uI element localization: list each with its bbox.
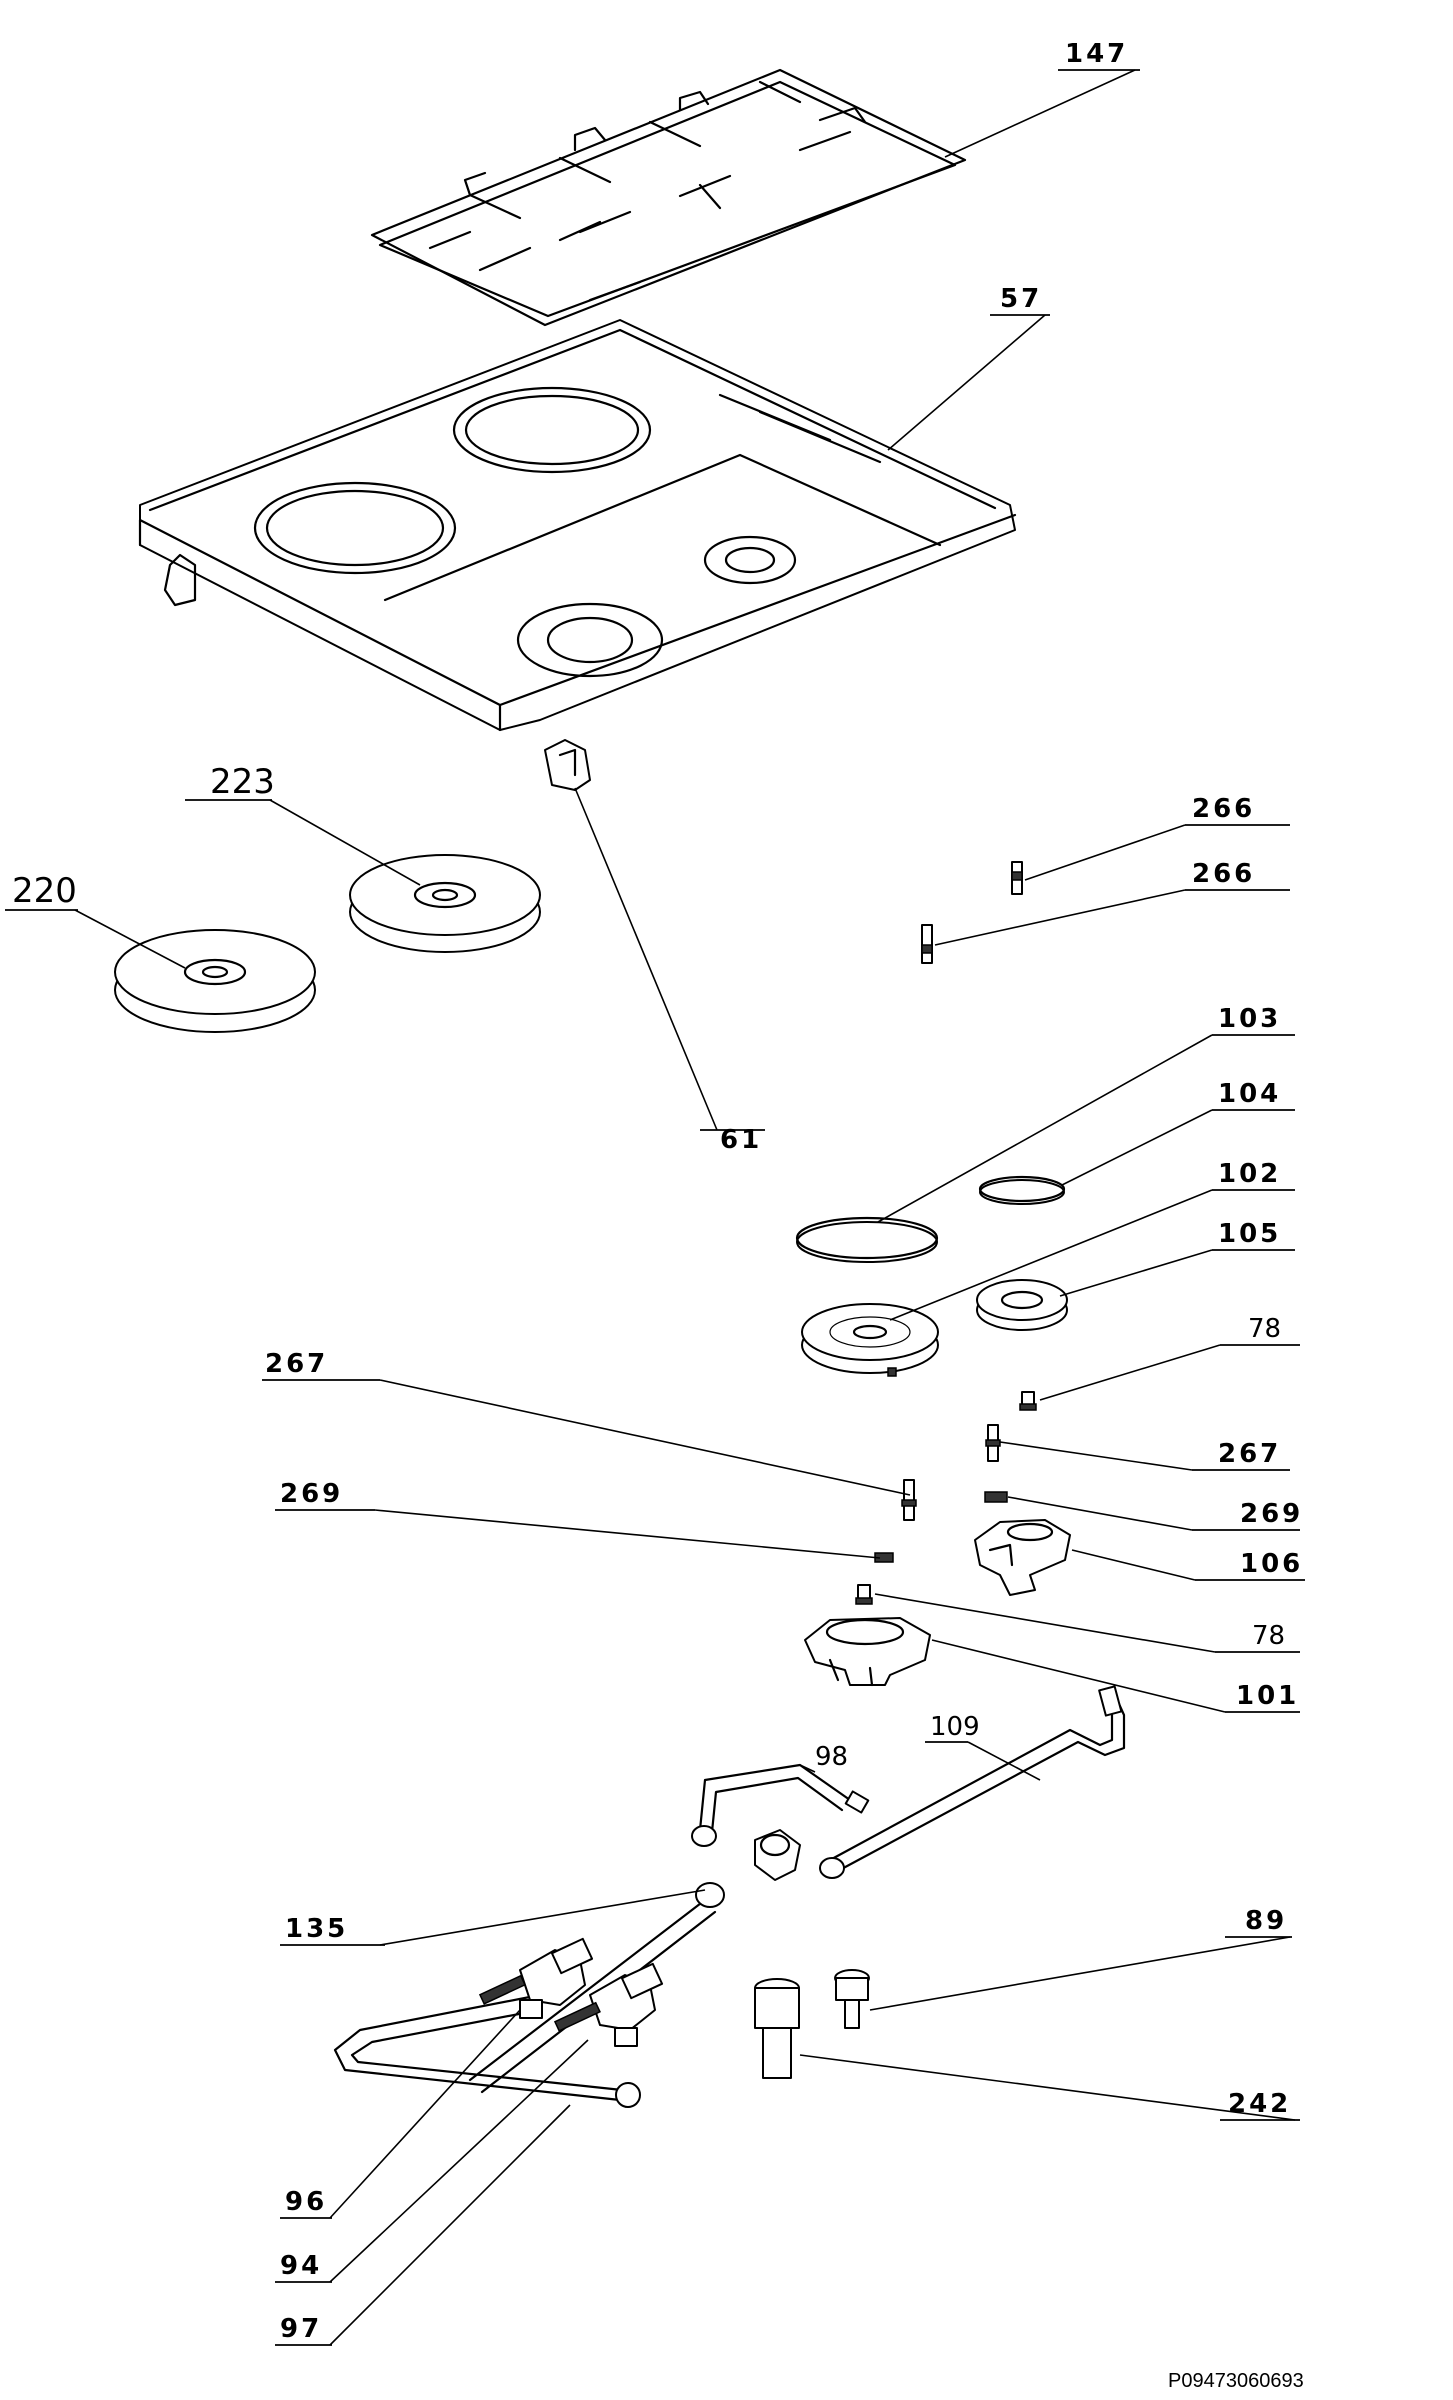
callout-269-right: 269 [1192, 1499, 1303, 1531]
callout-269-left: 269 [275, 1479, 881, 1559]
callout-97: 97 [275, 2314, 332, 2346]
callout-57: 57 [990, 284, 1050, 316]
label-266-upper: 266 [1192, 794, 1255, 824]
nozzle-78-upper [1019, 1391, 1037, 1411]
pin-266-lower [921, 924, 933, 964]
label-89: 89 [1245, 1906, 1287, 1936]
callout-104: 104 [1212, 1079, 1295, 1111]
label-78-lower: 78 [1252, 1621, 1285, 1651]
gas-rail-97 [333, 1993, 641, 2108]
gas-pipe-109 [819, 1685, 1126, 1879]
label-269-left: 269 [280, 1479, 343, 1509]
callout-101: 101 [1225, 1681, 1300, 1713]
callout-102: 102 [1212, 1159, 1295, 1191]
callout-78-upper: 78 [1220, 1314, 1300, 1346]
burner-cap-104 [978, 1175, 1066, 1205]
callout-266-upper: 266 [1185, 794, 1290, 826]
label-147: 147 [1065, 39, 1128, 69]
gas-pipe-98 [691, 1763, 870, 1847]
callout-109: 109 [925, 1712, 980, 1743]
label-105: 105 [1218, 1219, 1281, 1249]
burner-cap-103 [795, 1216, 939, 1263]
callout-267-right: 267 [1192, 1439, 1290, 1471]
leader-lines [74, 69, 1296, 2346]
callout-223: 223 [185, 762, 275, 802]
label-96: 96 [285, 2187, 327, 2217]
label-98: 98 [815, 1742, 848, 1772]
pan-support-grid [370, 68, 967, 327]
callout-94: 94 [275, 2251, 332, 2283]
clip-61 [544, 739, 591, 791]
gas-valve-96 [478, 1937, 594, 2019]
electrode-267-left [901, 1479, 917, 1521]
label-103: 103 [1218, 1004, 1281, 1034]
label-267-left: 267 [265, 1349, 328, 1379]
label-106: 106 [1240, 1549, 1303, 1579]
hob-top [138, 319, 1017, 732]
label-97: 97 [280, 2314, 322, 2344]
label-102: 102 [1218, 1159, 1281, 1189]
burner-body-106 [974, 1519, 1071, 1596]
callout-266-lower: 266 [1185, 859, 1290, 891]
gas-valve-94 [553, 1962, 664, 2047]
label-266-lower: 266 [1192, 859, 1255, 889]
burner-crown-102 [801, 1303, 939, 1377]
burner-crown-105 [976, 1279, 1068, 1331]
callout-78-lower: 78 [1215, 1621, 1300, 1653]
label-242: 242 [1228, 2089, 1291, 2119]
label-135: 135 [285, 1914, 348, 1944]
callout-147: 147 [1058, 39, 1140, 71]
label-104: 104 [1218, 1079, 1281, 1109]
label-101: 101 [1236, 1681, 1299, 1711]
callout-98: 98 [815, 1742, 848, 1772]
gas-inlet-242 [754, 1978, 800, 2079]
hotplate-220 [114, 929, 316, 1033]
pin-266-upper [1011, 861, 1023, 895]
callout-106: 106 [1195, 1549, 1305, 1581]
label-269-right: 269 [1240, 1499, 1303, 1529]
electrode-267-right [985, 1424, 1001, 1462]
callout-105: 105 [1212, 1219, 1295, 1251]
callout-135: 135 [280, 1914, 385, 1946]
label-109: 109 [930, 1712, 980, 1742]
label-94: 94 [280, 2251, 322, 2281]
label-78-upper: 78 [1248, 1314, 1281, 1344]
callout-61: 61 [700, 1125, 765, 1155]
clip-269-right [984, 1491, 1008, 1503]
callout-103: 103 [1212, 1004, 1295, 1036]
label-267-right: 267 [1218, 1439, 1281, 1469]
burner-body-101 [804, 1617, 931, 1687]
callout-89: 89 [1225, 1906, 1292, 1938]
callout-96: 96 [280, 2187, 332, 2219]
hotplate-223 [349, 854, 541, 953]
elbow-fitting [754, 1829, 801, 1881]
label-57: 57 [1000, 284, 1042, 314]
label-223: 223 [210, 762, 275, 802]
callout-242: 242 [1220, 2089, 1300, 2121]
label-220: 220 [12, 871, 77, 911]
adapter-89 [834, 1969, 870, 2029]
callout-220: 220 [5, 871, 78, 911]
callout-267-left: 267 [262, 1349, 911, 1496]
nozzle-78-lower [855, 1584, 873, 1605]
drawing-reference-code: P09473060693 [1168, 2370, 1304, 2392]
